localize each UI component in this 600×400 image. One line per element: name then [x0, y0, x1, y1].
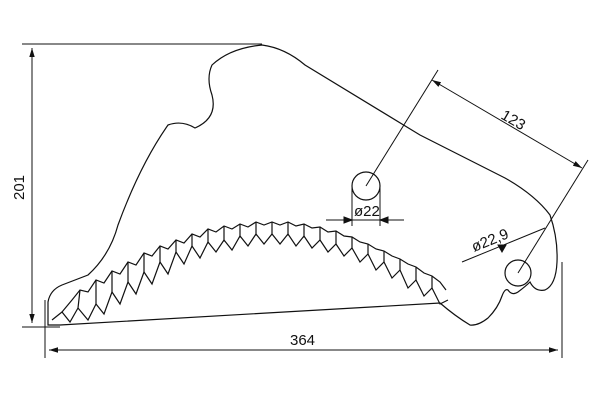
blade-outline — [47, 44, 558, 326]
dim-slant-ext-2 — [517, 159, 589, 274]
dim-hole-center-label: ø22 — [354, 203, 380, 220]
dim-hole-right-arrow — [497, 244, 507, 254]
dim-width-label: 364 — [290, 332, 315, 349]
serration-flanks — [77, 222, 433, 309]
dim-slant-label: 123 — [498, 107, 528, 134]
serration-lower — [51, 232, 449, 324]
dim-hole-right-label: ø22,9 — [469, 226, 511, 256]
right-hole — [504, 259, 532, 287]
dim-slant-line — [431, 79, 583, 169]
dim-slant-ext-1 — [365, 69, 439, 187]
dim-hole-center-arrows — [343, 216, 389, 224]
serration-upper — [61, 221, 447, 313]
dim-height-label: 201 — [11, 175, 28, 200]
